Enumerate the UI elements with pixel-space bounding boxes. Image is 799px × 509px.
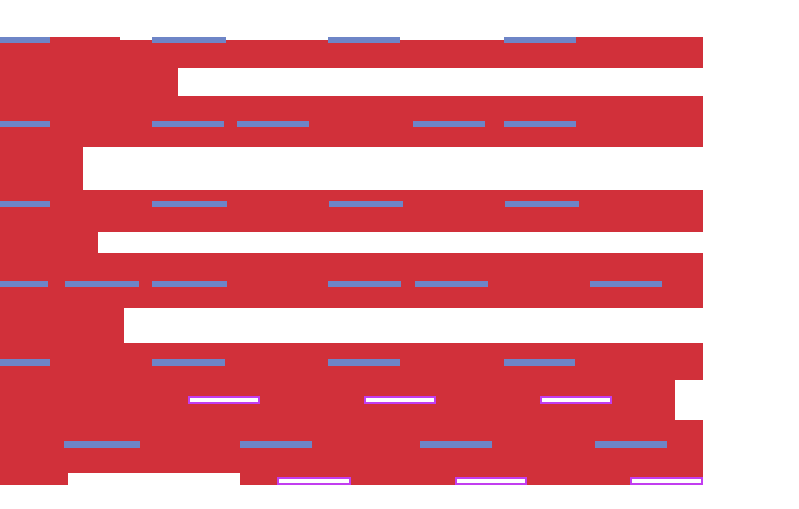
link-underline-bar[interactable] bbox=[328, 359, 400, 366]
link-underline-bar[interactable] bbox=[152, 201, 227, 207]
link-underline-bar[interactable] bbox=[0, 201, 50, 207]
highlight-outline-bar[interactable] bbox=[455, 477, 527, 485]
link-underline-bar[interactable] bbox=[504, 37, 576, 43]
link-underline-bar[interactable] bbox=[590, 281, 662, 287]
text-block bbox=[0, 308, 124, 343]
link-underline-bar[interactable] bbox=[65, 281, 139, 287]
highlight-outline-bar[interactable] bbox=[188, 396, 260, 404]
highlight-outline-bar[interactable] bbox=[364, 396, 436, 404]
link-underline-bar[interactable] bbox=[505, 201, 579, 207]
link-underline-bar[interactable] bbox=[420, 441, 492, 448]
link-underline-bar[interactable] bbox=[595, 441, 667, 448]
text-block bbox=[576, 37, 703, 43]
text-block bbox=[0, 232, 98, 253]
highlight-outline-bar[interactable] bbox=[277, 477, 351, 485]
highlight-outline-bar[interactable] bbox=[540, 396, 612, 404]
link-underline-bar[interactable] bbox=[152, 359, 225, 366]
background-gap bbox=[675, 380, 703, 420]
text-block bbox=[0, 68, 178, 96]
link-underline-bar[interactable] bbox=[504, 359, 575, 366]
link-underline-bar[interactable] bbox=[328, 281, 401, 287]
link-underline-bar[interactable] bbox=[152, 37, 226, 43]
text-block bbox=[0, 473, 68, 485]
text-block bbox=[0, 190, 703, 232]
link-underline-bar[interactable] bbox=[240, 441, 312, 448]
text-block bbox=[0, 253, 703, 308]
link-underline-bar[interactable] bbox=[413, 121, 485, 127]
link-underline-bar[interactable] bbox=[0, 37, 50, 43]
link-underline-bar[interactable] bbox=[0, 359, 50, 366]
link-underline-bar[interactable] bbox=[329, 201, 403, 207]
text-block bbox=[50, 37, 120, 43]
text-block bbox=[0, 147, 83, 190]
text-block bbox=[0, 96, 703, 147]
link-underline-bar[interactable] bbox=[152, 121, 224, 127]
link-underline-bar[interactable] bbox=[0, 121, 50, 127]
link-underline-bar[interactable] bbox=[152, 281, 227, 287]
link-underline-bar[interactable] bbox=[415, 281, 488, 287]
link-underline-bar[interactable] bbox=[0, 281, 48, 287]
text-block bbox=[0, 40, 703, 68]
link-underline-bar[interactable] bbox=[237, 121, 309, 127]
highlight-outline-bar[interactable] bbox=[630, 477, 703, 485]
link-underline-bar[interactable] bbox=[328, 37, 400, 43]
link-underline-bar[interactable] bbox=[64, 441, 140, 448]
link-underline-bar[interactable] bbox=[504, 121, 576, 127]
